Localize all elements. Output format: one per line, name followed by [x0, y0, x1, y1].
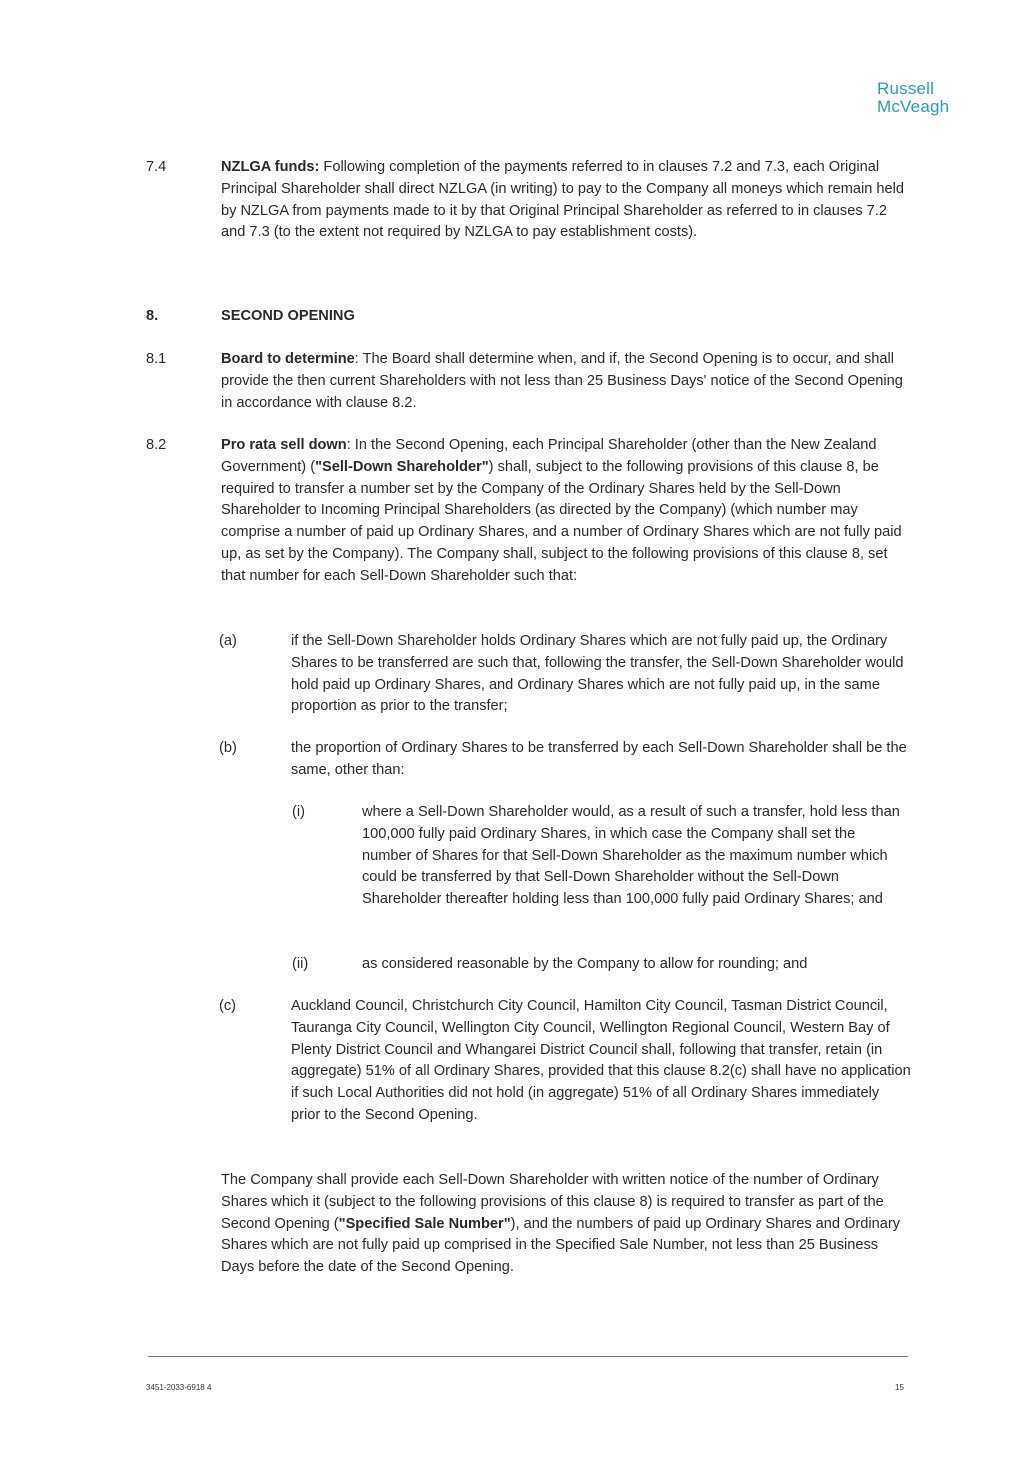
clause-8-2-c-label: (c): [219, 998, 237, 1014]
clause-8-2-b-i-label: (i): [292, 804, 305, 820]
clause-8-2-title: Pro rata sell down: [221, 437, 347, 453]
clause-8-2-c-text: Auckland Council, Christchurch City Coun…: [291, 998, 911, 1123]
logo-line-1: Russell: [877, 79, 935, 98]
clause-8-2-text-a: : In the Second Opening, each Principal …: [221, 437, 877, 475]
clause-8-2-b-text: the proportion of Ordinary Shares to be …: [291, 740, 907, 778]
logo: Russell McVeagh: [877, 80, 949, 116]
clause-8-2-closing-a: The Company shall provide each Sell-Down…: [221, 1172, 884, 1232]
clause-8-1-number: 8.1: [146, 351, 167, 367]
footer-rule: [148, 1356, 908, 1357]
clause-8-2-a-label: (a): [219, 633, 237, 649]
logo-line-2: McVeagh: [877, 97, 950, 116]
clause-8-1-title: Board to determine: [221, 351, 355, 367]
clause-8-2-b-ii-label: (ii): [292, 956, 309, 972]
clause-7-4-title: NZLGA funds:: [221, 159, 320, 175]
clause-8-2-a-text: if the Sell-Down Shareholder holds Ordin…: [291, 633, 904, 715]
clause-8-2-body: Pro rata sell down: In the Second Openin…: [221, 435, 911, 588]
footer-doc-ref: 3451-2033-6918 4: [146, 1383, 212, 1392]
clause-8-2-closing-b: ), and the numbers of paid up Ordinary S…: [221, 1215, 901, 1276]
clause-8-2-b-label: (b): [219, 740, 237, 756]
clause-7-4-number: 7.4: [146, 159, 167, 175]
clause-8-2-text-b: ) shall, subject to the following provis…: [221, 458, 902, 584]
section-8-title: SECOND OPENING: [221, 308, 355, 324]
section-8-number: 8.: [146, 308, 159, 324]
clause-8-1-body: Board to determine: The Board shall dete…: [221, 349, 911, 414]
clause-8-1-text: : The Board shall determine when, and if…: [221, 351, 903, 411]
clause-7-4-text: Following completion of the payments ref…: [221, 159, 904, 241]
clause-8-2-closing-term: "Specified Sale Number": [338, 1215, 511, 1232]
clause-8-2-b-ii-text: as considered reasonable by the Company …: [362, 956, 808, 972]
clause-8-2-b-i-text: where a Sell-Down Shareholder would, as …: [362, 804, 900, 908]
clause-8-2-closing: The Company shall provide each Sell-Down…: [221, 1170, 911, 1279]
clause-7-4-body: NZLGA funds: Following completion of the…: [221, 157, 911, 244]
footer-page-number: 15: [895, 1383, 904, 1392]
clause-8-2-term: "Sell-Down Shareholder": [315, 458, 489, 475]
clause-8-2-number: 8.2: [146, 437, 167, 453]
